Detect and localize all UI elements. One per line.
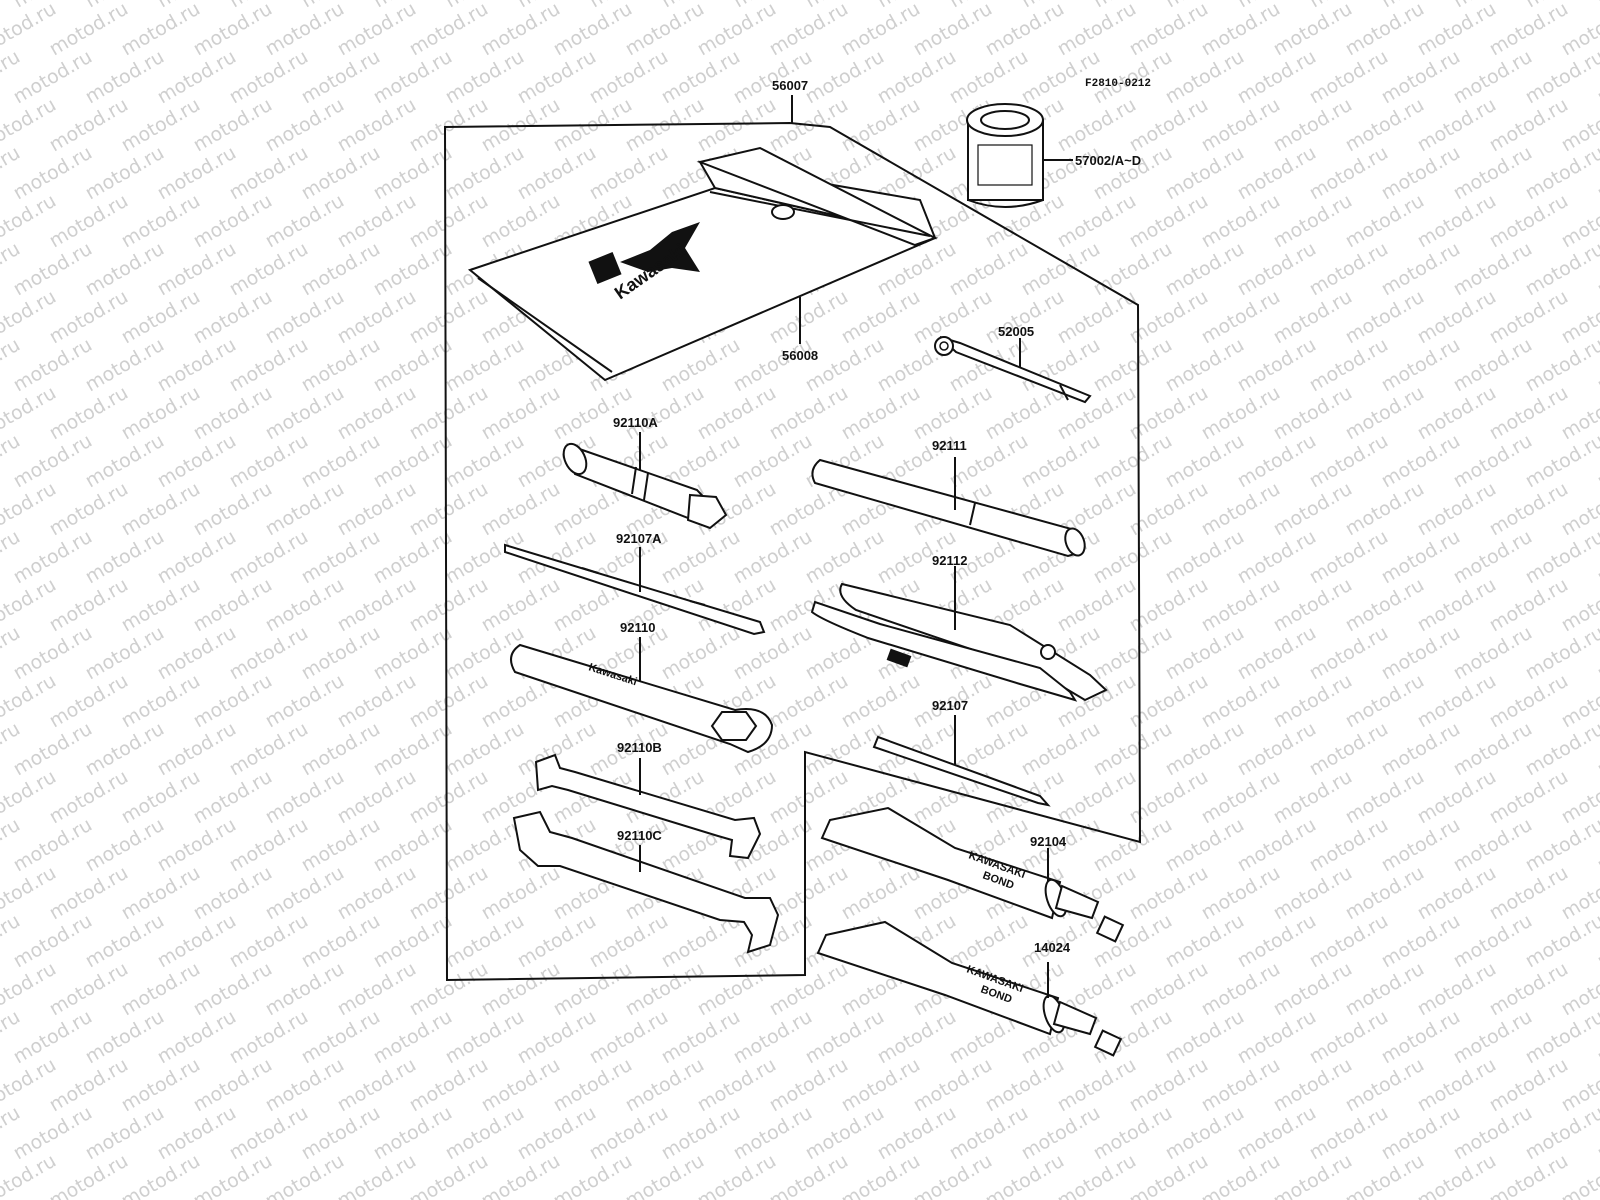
label-92107: 92107 bbox=[932, 698, 968, 713]
label-52005: 52005 bbox=[998, 324, 1034, 339]
watermark-text-48: motod.ru bbox=[1594, 0, 1600, 12]
screwdriver-92107 bbox=[872, 715, 1051, 807]
watermark-text-62: motod.ru bbox=[838, 0, 924, 60]
watermark-text-63: motod.ru bbox=[910, 0, 996, 60]
oil-filter bbox=[966, 103, 1073, 208]
watermark-text-53: motod.ru bbox=[190, 0, 276, 60]
kit-outline bbox=[443, 122, 1142, 982]
reference-code: F2810-0212 bbox=[1085, 78, 1151, 90]
watermark-text-64: motod.ru bbox=[982, 0, 1068, 60]
label-92110C: 92110C bbox=[617, 828, 662, 843]
watermark-text-54: motod.ru bbox=[262, 0, 348, 60]
watermark-text-69: motod.ru bbox=[1342, 0, 1428, 60]
plug-wrench-92110A bbox=[562, 432, 728, 530]
watermark-text-56: motod.ru bbox=[406, 0, 492, 60]
watermark-text-65: motod.ru bbox=[1054, 0, 1140, 60]
label-92110A: 92110A bbox=[613, 415, 658, 430]
watermark-text-68: motod.ru bbox=[1270, 0, 1356, 60]
label-92104: 92104 bbox=[1030, 834, 1067, 849]
screwdriver-92107A bbox=[504, 543, 766, 636]
label-56008: 56008 bbox=[782, 348, 818, 363]
label-57002: 57002/A~D bbox=[1075, 153, 1141, 168]
label-92111: 92111 bbox=[932, 438, 967, 453]
watermark-text-675: motod.ru bbox=[0, 1198, 24, 1200]
open-wrench-92110C bbox=[512, 810, 780, 954]
watermark-text-60: motod.ru bbox=[694, 0, 780, 60]
watermark-text-57: motod.ru bbox=[478, 0, 564, 60]
label-92110: 92110 bbox=[620, 620, 655, 635]
tool-pouch: Kawasaki bbox=[467, 146, 939, 382]
watermark-text-51: motod.ru bbox=[46, 0, 132, 60]
pliers-92112 bbox=[810, 566, 1108, 702]
label-56007: 56007 bbox=[772, 78, 808, 93]
watermark-text-61: motod.ru bbox=[766, 0, 852, 60]
watermark-text-70: motod.ru bbox=[1414, 0, 1500, 60]
bond-tube-14024: KAWASAKI BOND bbox=[816, 920, 1123, 1057]
watermark-text-59: motod.ru bbox=[622, 0, 708, 60]
watermark-text-55: motod.ru bbox=[334, 0, 420, 60]
watermark-text-58: motod.ru bbox=[550, 0, 636, 60]
label-92107A: 92107A bbox=[616, 531, 662, 546]
watermark-text-67: motod.ru bbox=[1198, 0, 1284, 60]
screwdriver-52005 bbox=[934, 336, 1092, 404]
snap-button bbox=[771, 204, 795, 220]
label-92110B: 92110B bbox=[617, 740, 662, 755]
label-92112: 92112 bbox=[932, 553, 967, 568]
handle-bar-92111 bbox=[811, 457, 1086, 558]
label-14024: 14024 bbox=[1034, 940, 1071, 955]
open-wrench-92110B bbox=[534, 753, 762, 860]
watermark-text-71: motod.ru bbox=[1486, 0, 1572, 60]
watermark-text-52: motod.ru bbox=[118, 0, 204, 60]
watermark-text-66: motod.ru bbox=[1126, 0, 1212, 60]
